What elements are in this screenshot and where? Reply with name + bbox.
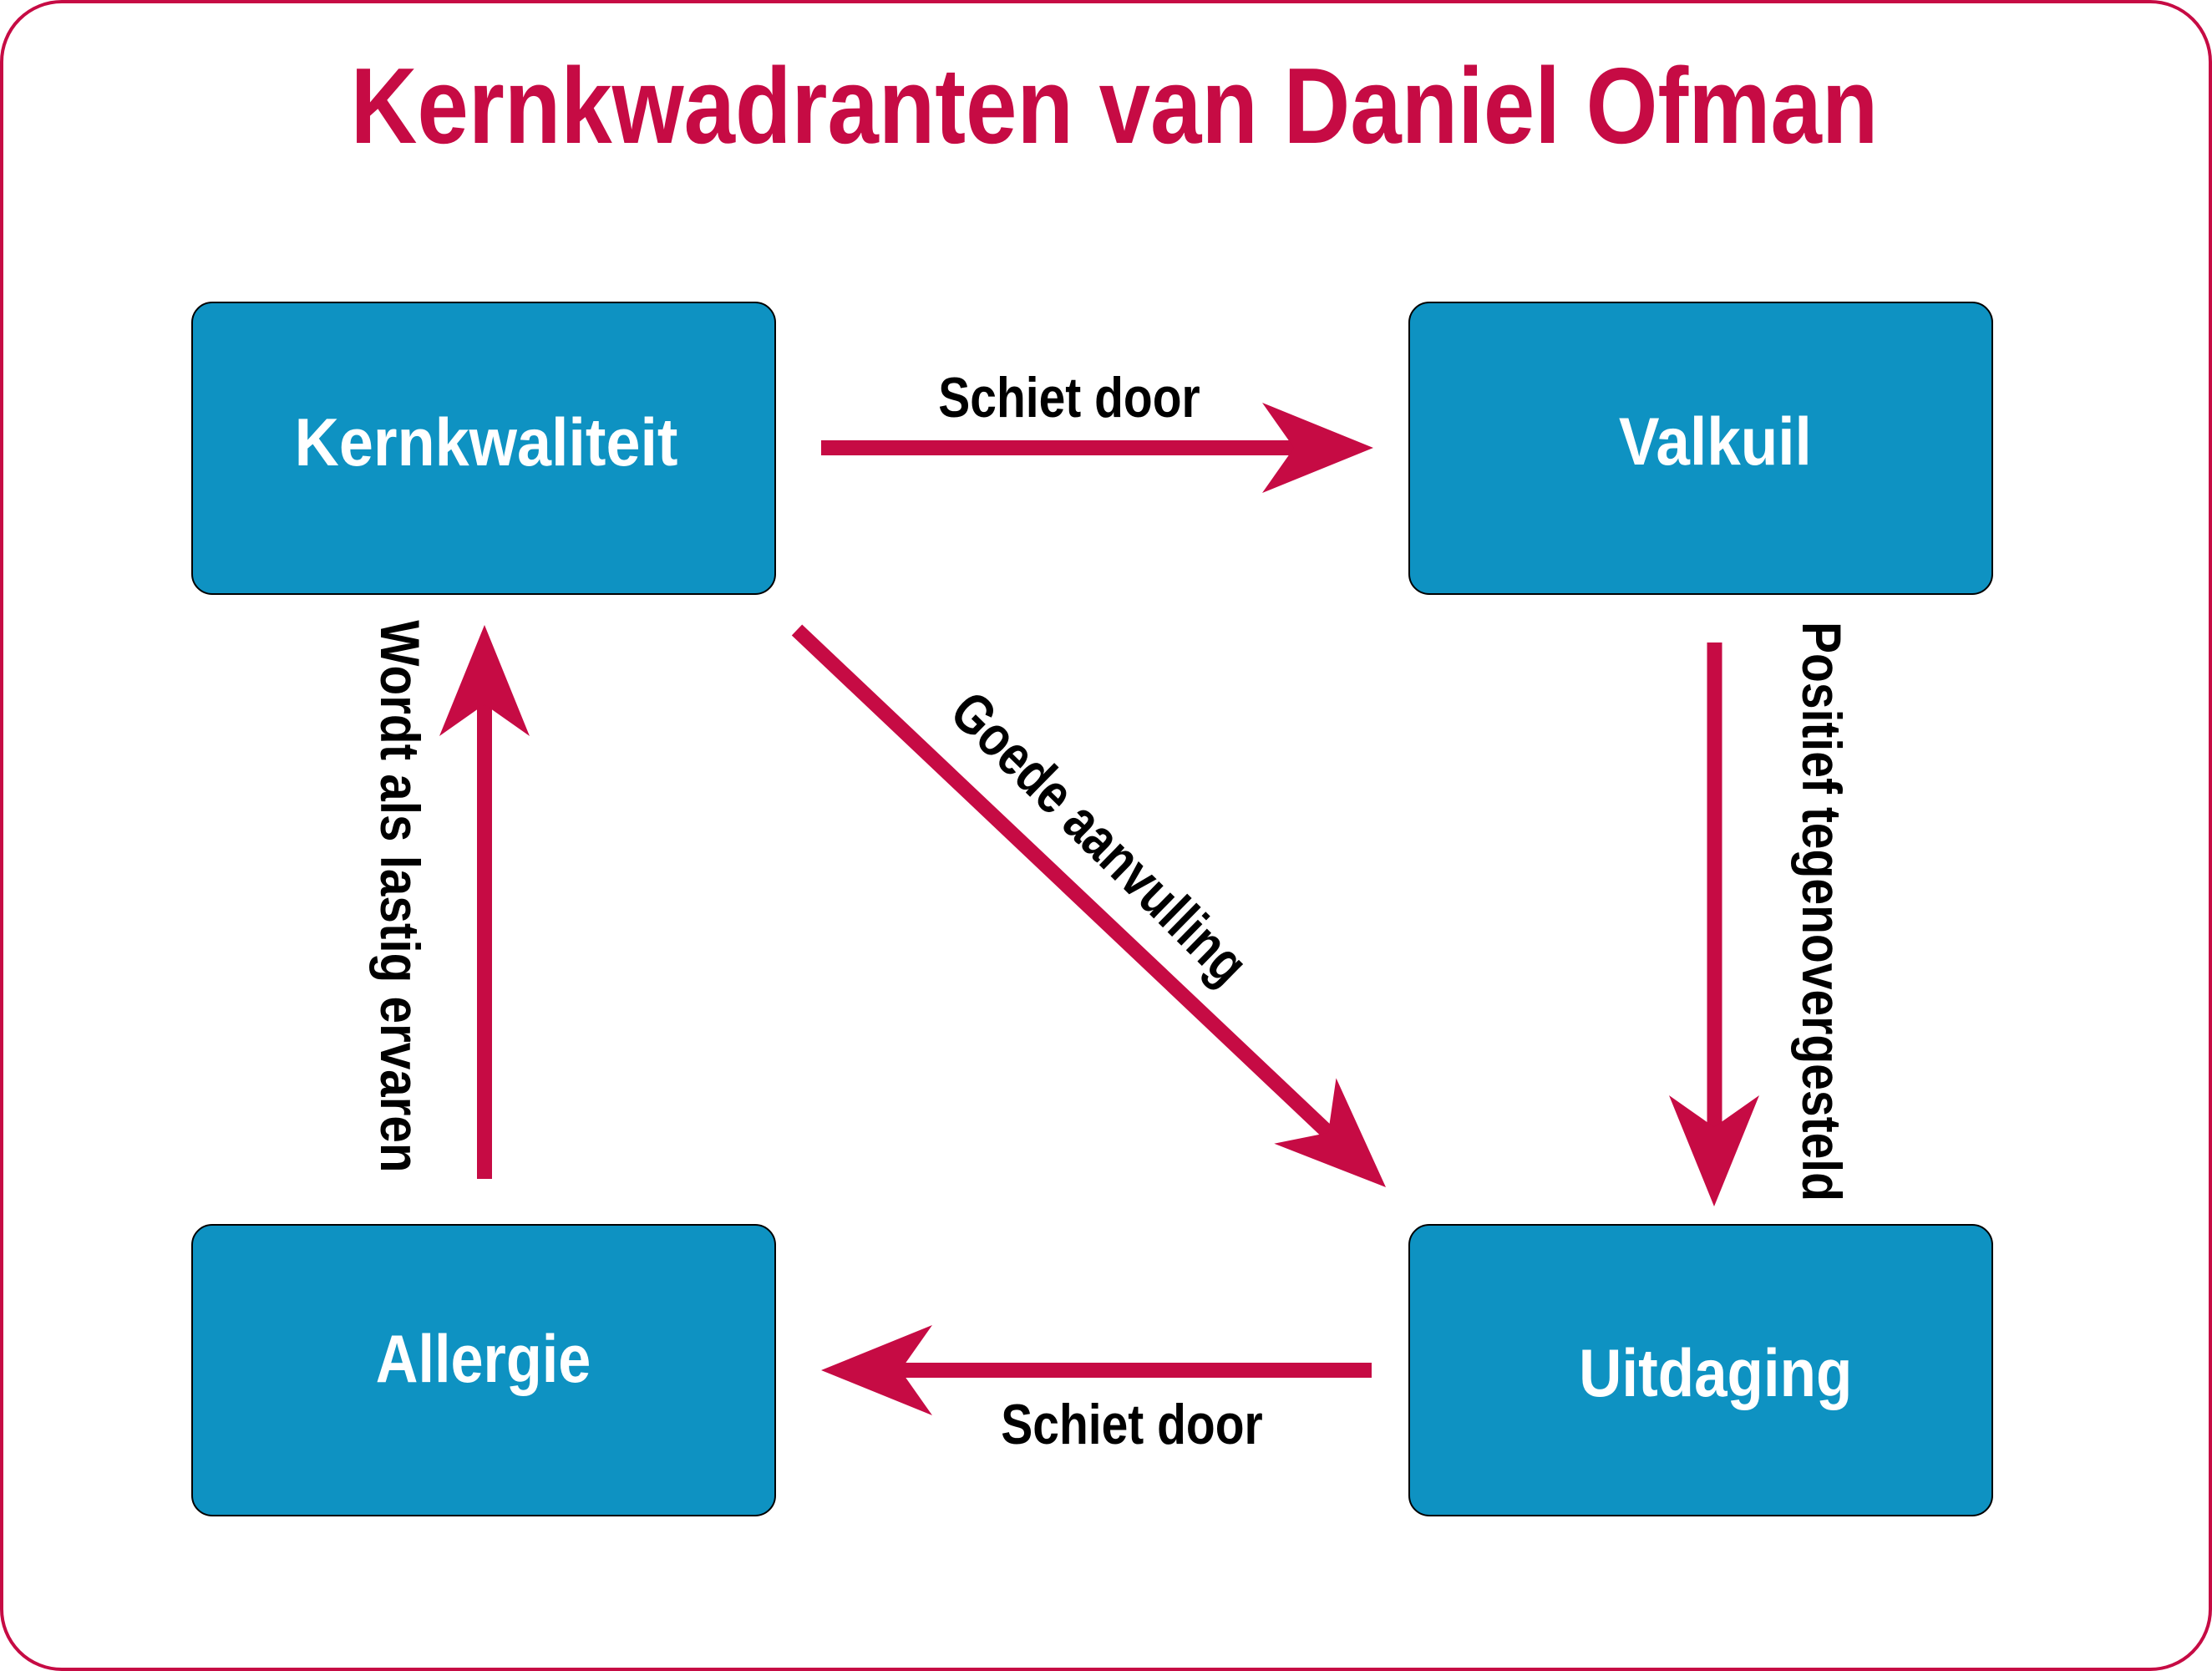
arrow-kernkwaliteit-to-uitdaging [791,624,1386,1187]
arrow-valkuil-to-uitdaging [1669,642,1759,1206]
relation-label-wordt-als-lastig-ervaren: Wordt als lastig ervaren [369,620,431,1173]
quadrant-box-allergie: Allergie [191,1224,776,1516]
quadrant-label-uitdaging: Uitdaging [1579,1335,1853,1411]
quadrant-box-kernkwaliteit: Kernkwaliteit [191,302,776,595]
arrow-allergie-to-kernkwaliteit [439,625,530,1179]
relation-label-schiet-door-top: Schiet door [938,366,1200,429]
quadrant-box-valkuil: Valkuil [1408,302,1993,595]
quadrant-label-kernkwaliteit: Kernkwaliteit [294,405,678,480]
relation-label-positief-tegenovergesteld: Positief tegenovergesteld [1791,622,1853,1201]
quadrant-label-allergie: Allergie [376,1321,591,1397]
relation-label-schiet-door-bottom: Schiet door [1001,1393,1263,1456]
diagram-title: Kernkwadranten van Daniel Ofman [350,46,1879,166]
arrow-uitdaging-to-allergie [821,1325,1372,1415]
quadrant-box-uitdaging: Uitdaging [1408,1224,1993,1516]
arrow-kernkwaliteit-to-valkuil [821,403,1373,493]
quadrant-label-valkuil: Valkuil [1618,404,1812,480]
